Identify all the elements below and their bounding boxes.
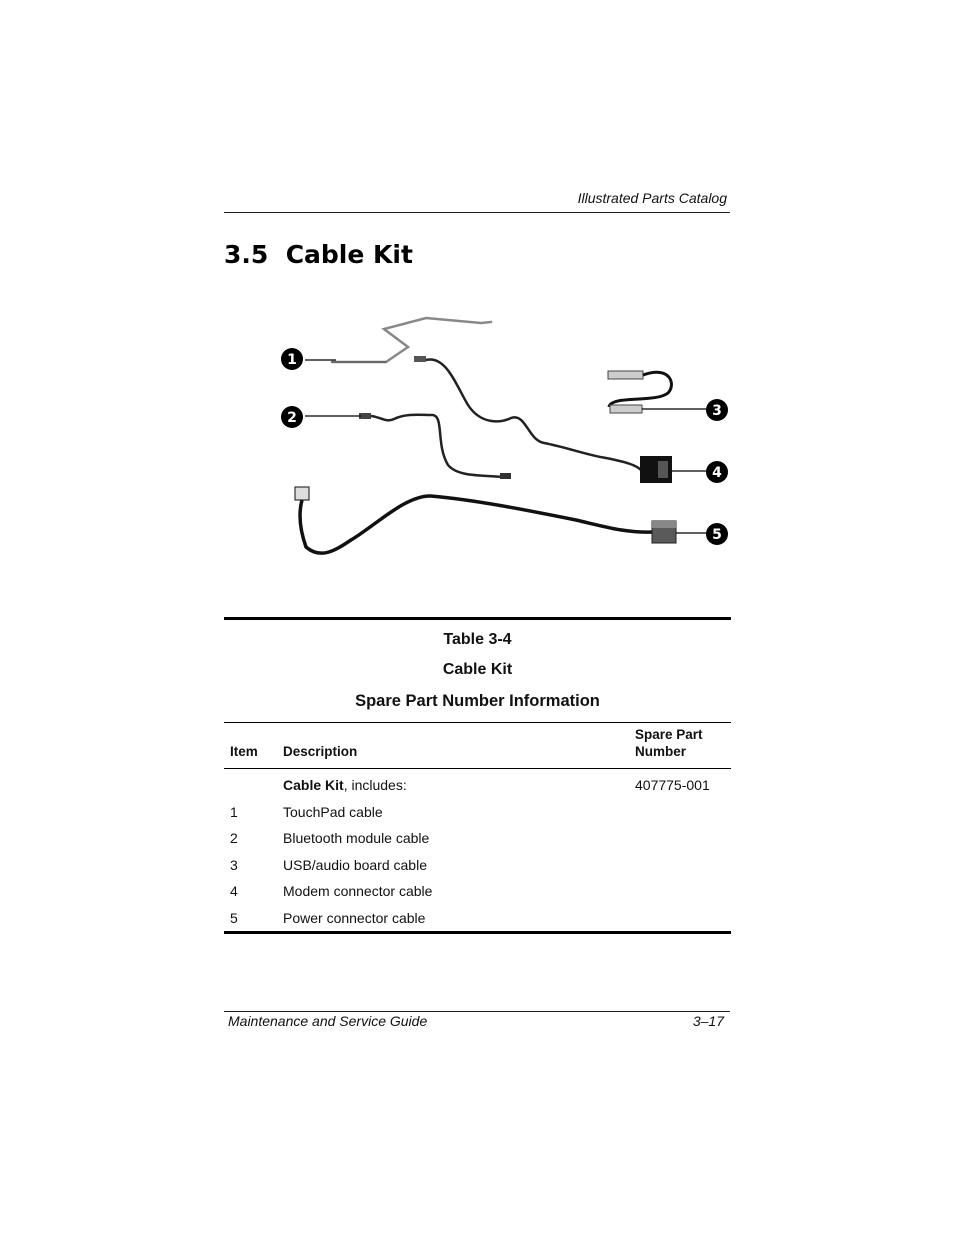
cell-description: USB/audio board cable: [283, 856, 427, 873]
spare-parts-table-block: Table 3-4 Cable Kit Spare Part Number In…: [224, 617, 731, 934]
bluetooth-cable: [359, 413, 511, 479]
table-row: 5 Power connector cable: [224, 905, 731, 932]
running-header: Illustrated Parts Catalog: [577, 190, 727, 206]
cell-part-number: [635, 905, 731, 932]
column-header-description: Description: [283, 744, 358, 759]
svg-text:5: 5: [712, 527, 722, 543]
kit-suffix: , includes:: [343, 777, 407, 794]
table-header-rule: [224, 722, 731, 723]
cell-description: Modem connector cable: [283, 883, 433, 900]
table-title: Cable Kit: [442, 661, 513, 678]
svg-text:4: 4: [712, 465, 722, 481]
kit-name: Cable Kit: [283, 777, 344, 794]
svg-text:2: 2: [287, 410, 297, 426]
table-row: 1 TouchPad cable: [224, 799, 731, 826]
column-header-spare-part-number: Spare Part Number: [635, 723, 731, 769]
cell-item: 3: [230, 856, 238, 873]
svg-text:1: 1: [287, 352, 297, 368]
cell-description: Power connector cable: [283, 909, 426, 926]
callout-5: 5: [706, 523, 728, 545]
cell-item: 2: [230, 830, 238, 847]
cable-kit-illustration: 1 2 3 4 5: [281, 316, 728, 555]
cell-item: 5: [230, 909, 238, 926]
modem-connector-cable: [414, 356, 672, 483]
page-number: 3–17: [692, 1013, 724, 1029]
cell-description: Cable Kit, includes:: [283, 769, 635, 799]
callout-2: 2: [281, 406, 303, 428]
table-bottom-rule: [224, 931, 731, 934]
power-connector-cable: [294, 486, 677, 555]
spare-parts-table: Item Description Spare Part Number Cable…: [224, 723, 731, 931]
table-top-rule: [224, 617, 731, 620]
cell-part-number: [635, 852, 731, 879]
cell-part-number: [635, 825, 731, 852]
table-row: 4 Modem connector cable: [224, 878, 731, 905]
table-row-kit: Cable Kit, includes: 407775-001: [224, 769, 731, 799]
header-rule: [224, 212, 730, 213]
callout-1: 1: [281, 348, 303, 370]
table-row: 2 Bluetooth module cable: [224, 825, 731, 852]
section-title: 3.5 Cable Kit: [224, 240, 413, 269]
footer-rule: [224, 1011, 730, 1012]
cell-part-number: [635, 878, 731, 905]
column-header-item: Item: [230, 744, 258, 759]
callout-3: 3: [706, 399, 728, 421]
cell-item: [224, 769, 283, 799]
table-header-row: Item Description Spare Part Number: [224, 723, 731, 769]
spn-header-line2: Number: [635, 744, 687, 759]
footer-guide-title: Maintenance and Service Guide: [228, 1013, 428, 1029]
cell-item: 4: [230, 883, 238, 900]
cell-part-number: [635, 799, 731, 826]
cell-item: 1: [230, 803, 238, 820]
table-number: Table 3-4: [443, 631, 512, 648]
touchpad-cable: [330, 316, 493, 364]
callout-4: 4: [706, 461, 728, 483]
table-row: 3 USB/audio board cable: [224, 852, 731, 879]
cell-part-number: 407775-001: [635, 777, 710, 794]
table-subtitle: Spare Part Number Information: [355, 692, 600, 710]
spn-header-line1: Spare Part: [635, 727, 703, 742]
svg-text:3: 3: [712, 403, 722, 419]
cell-description: Bluetooth module cable: [283, 830, 430, 847]
cell-description: TouchPad cable: [283, 803, 383, 820]
usb-audio-cable: [607, 370, 673, 414]
leader-lines: [305, 359, 706, 534]
